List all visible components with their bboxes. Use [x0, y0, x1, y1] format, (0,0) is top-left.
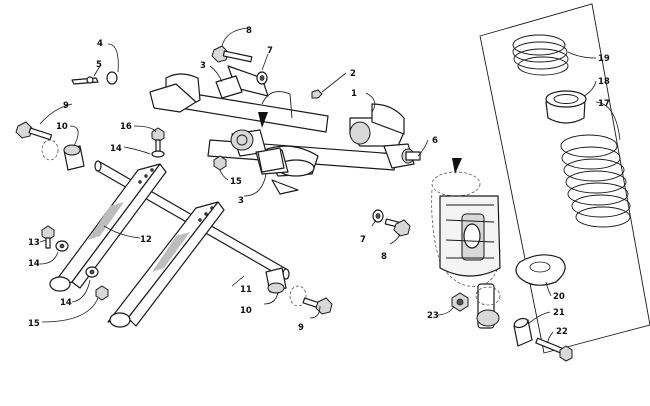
- callout-14-left: 14: [28, 259, 40, 269]
- callout-6: 6: [432, 136, 438, 146]
- shock-bolt: [535, 337, 573, 362]
- link-bolt: [41, 225, 55, 249]
- callout-21: 21: [553, 308, 565, 318]
- cotter-pin: [71, 76, 99, 85]
- link-arm-left: [49, 163, 167, 292]
- callout-23: 23: [427, 311, 439, 321]
- callout-9-right: 9: [298, 323, 304, 333]
- callout-2: 2: [350, 69, 356, 79]
- callout-17: 17: [598, 99, 610, 109]
- bushing-lower: [257, 147, 285, 173]
- callout-1: 1: [351, 89, 357, 99]
- bolt-upper: [211, 45, 253, 63]
- callout-labels: 1 2 3 3 4 5 6 7 7 8 8 9 9 10 10 11 12 13…: [28, 26, 610, 337]
- callout-14-center: 14: [110, 144, 122, 154]
- washer-right: [372, 209, 384, 223]
- shaft-bushing-left: [63, 144, 85, 171]
- spring-panel-frame: [479, 3, 650, 354]
- shaft-bolt-left: [15, 121, 53, 141]
- callout-4: 4: [97, 39, 103, 49]
- link-arm-right: [107, 201, 225, 328]
- callout-3-lower: 3: [238, 196, 244, 206]
- bushing-upper: [215, 75, 243, 99]
- shaft-seal-right: [289, 285, 307, 307]
- callout-9-left: 9: [63, 101, 69, 111]
- callout-19: 19: [598, 54, 610, 64]
- shaft-bushing-right: [265, 267, 287, 294]
- arm-reference-arrow: [258, 112, 268, 128]
- center-nut: [213, 155, 227, 171]
- callout-18: 18: [598, 77, 610, 87]
- spring-upper: [512, 34, 569, 76]
- shaft-bolt-right: [302, 297, 333, 315]
- callout-11: 11: [240, 285, 252, 295]
- shock-absorber: [431, 171, 501, 329]
- center-bolt: [151, 127, 165, 153]
- bolt-right: [384, 218, 411, 237]
- lock-nut: [451, 292, 469, 312]
- link-nut: [95, 285, 109, 301]
- callout-5: 5: [96, 60, 102, 70]
- spring-seat: [545, 90, 587, 124]
- shock-reference-arrow: [452, 158, 462, 174]
- washer-upper: [256, 71, 268, 85]
- shock-sleeve: [513, 317, 533, 347]
- link-washer-upper: [55, 240, 69, 252]
- callout-14-lower: 14: [60, 298, 72, 308]
- callout-15-left: 15: [28, 319, 40, 329]
- callout-10-right: 10: [240, 306, 252, 316]
- spring-retainer-clip: [515, 254, 566, 286]
- callout-3-upper: 3: [200, 61, 206, 71]
- callout-8-upper: 8: [246, 26, 252, 36]
- retaining-ring: [106, 71, 118, 85]
- callout-15-center: 15: [230, 177, 242, 187]
- center-washer: [151, 150, 165, 158]
- callout-16: 16: [120, 122, 132, 132]
- leader-lines: [39, 27, 621, 343]
- shaft-seal-left: [41, 139, 59, 161]
- callout-22: 22: [556, 327, 568, 337]
- callout-10-left: 10: [56, 122, 68, 132]
- callout-12: 12: [140, 235, 152, 245]
- callout-13: 13: [28, 238, 40, 248]
- callout-7-right: 7: [360, 235, 366, 245]
- spring-main: [560, 134, 631, 228]
- callout-20: 20: [553, 292, 565, 302]
- grease-fitting-upper: [311, 89, 323, 99]
- callout-8-right: 8: [381, 252, 387, 262]
- front-arm-assembly: [149, 65, 421, 195]
- callout-7-upper: 7: [267, 46, 273, 56]
- link-washer-lower: [85, 266, 99, 278]
